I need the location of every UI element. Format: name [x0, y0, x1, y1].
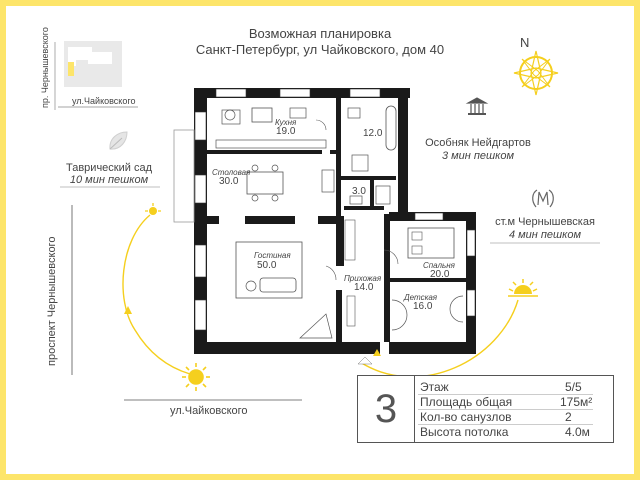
metro-icon — [532, 189, 554, 208]
landmark-garden: Таврический сад — [64, 162, 154, 174]
room-bedroom-area: 20.0 — [430, 269, 450, 280]
floor-value: 5/5 — [565, 380, 582, 394]
compass-icon — [513, 50, 559, 96]
landmark-mansion-name: Особняк Нейдгартов — [425, 137, 531, 149]
compass-north-label: N — [520, 35, 530, 50]
area-label: Площадь общая — [420, 395, 513, 409]
room-hall-name: Прихожая — [344, 274, 382, 283]
room-living-name: Гостиная — [254, 251, 291, 260]
room-kids-name: Детская — [404, 293, 438, 302]
apartment-info-box: 3 Этаж 5/5 Площадь общая 175м² Кол-во са… — [357, 375, 614, 443]
room-kids-area: 16.0 — [413, 301, 433, 312]
landmark-metro-name: ст.м Чернышевская — [495, 216, 595, 228]
map-vertical-street: пр. Чернышевского — [40, 27, 50, 108]
room-kitchen-area: 19.0 — [276, 126, 296, 137]
apartment-plan — [173, 88, 476, 365]
building-icon — [465, 97, 489, 115]
info-divider — [418, 424, 593, 425]
info-divider — [418, 394, 593, 395]
room-living-area: 50.0 — [257, 260, 277, 271]
sun-path — [122, 214, 519, 378]
page-title: Возможная планировка Санкт-Петербург, ул… — [150, 26, 490, 58]
room-dining-name: Столовая — [212, 168, 251, 177]
location-mini-map — [54, 41, 138, 110]
info-divider — [418, 409, 593, 410]
map-horizontal-street: ул.Чайковского — [72, 96, 136, 106]
title-line-2: Санкт-Петербург, ул Чайковского, дом 40 — [195, 42, 445, 57]
ceiling-value: 4.0м — [565, 425, 590, 439]
landmark-garden-name: Таврический сад — [66, 162, 152, 174]
sun-icon-right — [508, 279, 538, 297]
bathrooms-label: Кол-во санузлов — [420, 410, 512, 424]
room-hall-area: 14.0 — [354, 282, 374, 293]
title-line-1: Возможная планировка — [248, 26, 392, 41]
ceiling-label: Высота потолка — [420, 425, 509, 439]
room-bath2-area: 3.0 — [352, 186, 366, 197]
room-dining-area: 30.0 — [219, 176, 239, 187]
floor-label: Этаж — [420, 380, 449, 394]
bathrooms-value: 2 — [565, 410, 572, 424]
landmark-garden-walk: 10 мин пешком — [69, 174, 149, 186]
landmark-mansion-walk: 3 мин пешком — [441, 150, 515, 162]
room-bedroom-name: Спальня — [423, 261, 455, 270]
area-value: 175м² — [560, 395, 593, 409]
sun-icon-left — [145, 203, 161, 215]
room-kitchen-name: Кухня — [275, 118, 297, 127]
sun-icon-bottom — [182, 363, 210, 391]
landmark-metro-walk: 4 мин пешком — [508, 229, 582, 241]
street-left-label: проспект Чернышевского — [46, 236, 58, 366]
leaf-icon — [109, 131, 128, 150]
room-bath1-area: 12.0 — [363, 128, 383, 139]
rooms-count: 3 — [358, 376, 415, 442]
street-bottom-label: ул.Чайковского — [170, 405, 248, 417]
